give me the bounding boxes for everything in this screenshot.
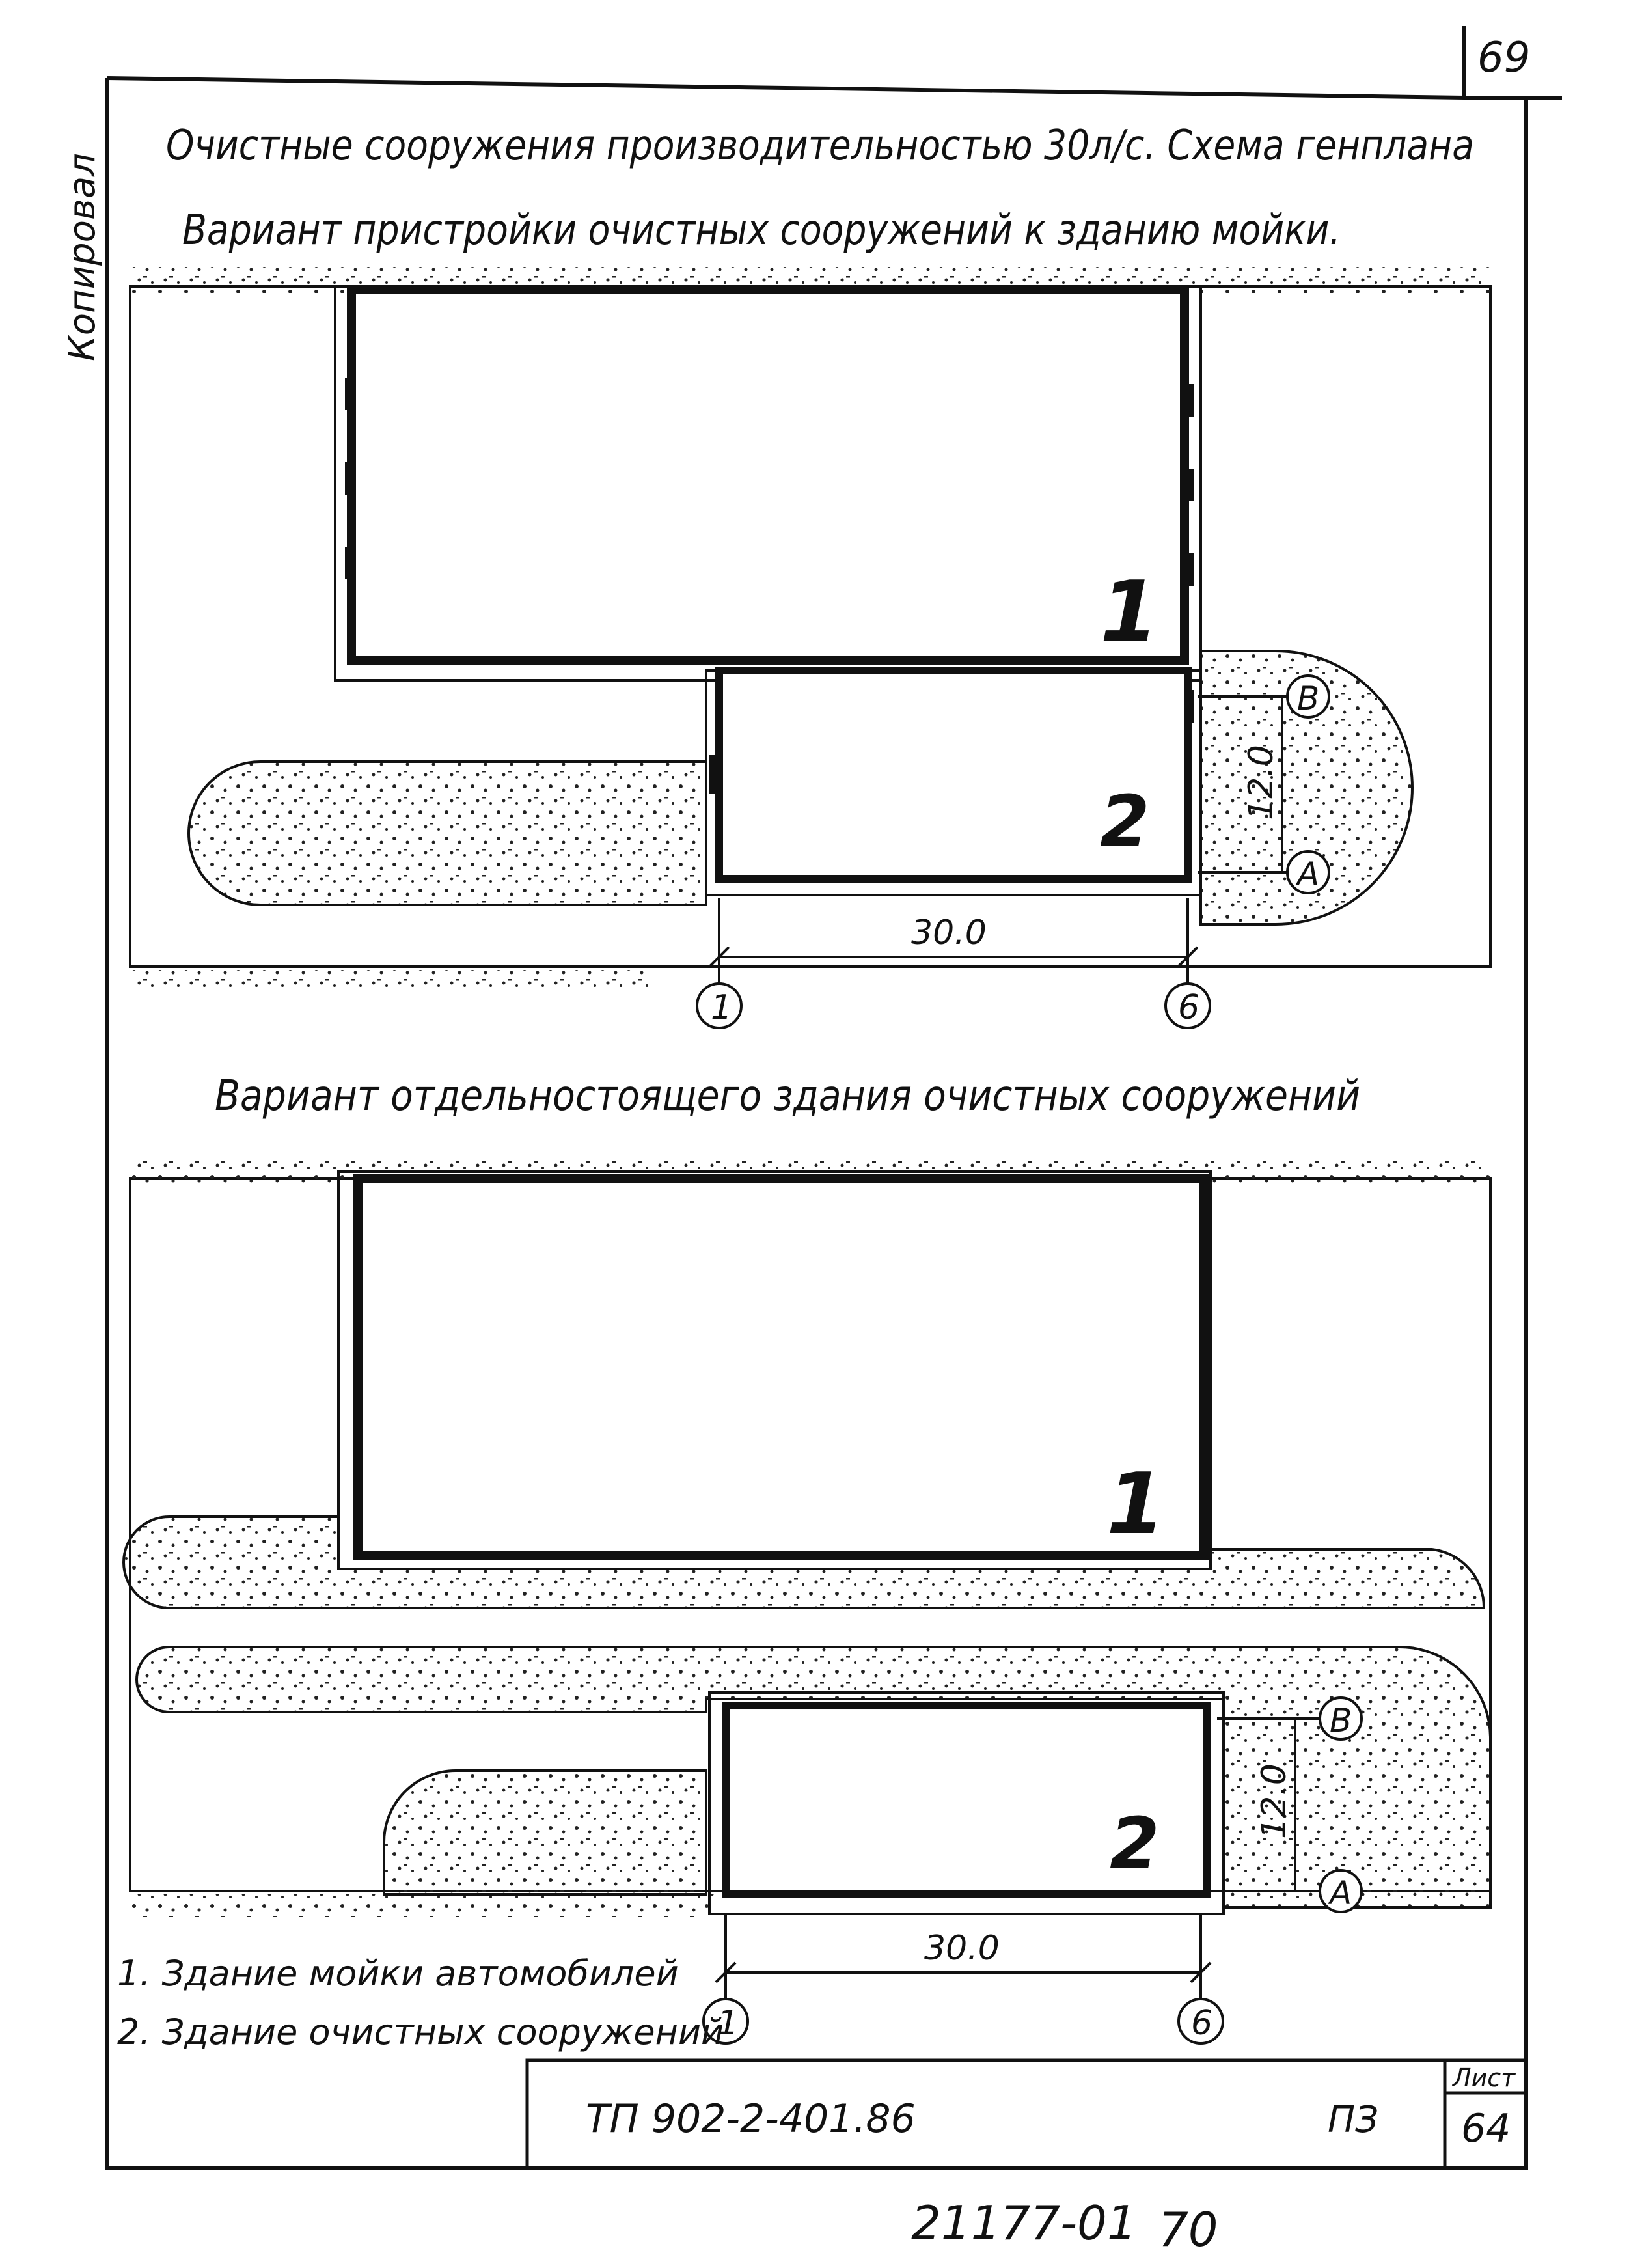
stamp-sheet-number: 64 [1461,2106,1511,2151]
legend-item-1: 1. Здание мойки автомобилей [117,1953,679,1994]
building-2-outline-v2 [722,1702,1211,1898]
variant-1-plan [129,267,1492,1029]
dotted-strip-bottom-1 [130,970,651,993]
axis-bubble-6-bottom [1177,1998,1224,2045]
page-number: 69 [1477,34,1530,82]
title-line-2: Вариант пристройки очистных сооружений к… [182,206,1341,255]
title-block [525,2058,1528,2170]
axis-label-A-top: А [1295,855,1319,893]
bottom-code: 21177-01 [911,2196,1137,2250]
dim-height-top: 12.0 [1242,745,1281,820]
dotted-pad-right-1 [1199,650,1414,926]
axis-label-1-top: 1 [711,988,732,1027]
dotted-road-v2 [135,1646,1492,1909]
axis-bubble-1-bottom [702,1998,749,2045]
variant-2-title: Вариант отдельностоящего здания очистных… [215,1072,1360,1120]
axis-bubble-1-top [696,982,743,1029]
title-line-1: Очистные сооружения производительностью … [166,122,1474,170]
axis-bubble-B-bottom [1319,1696,1363,1741]
dim-width-top: 30.0 [911,913,987,952]
bottom-number: 70 [1158,2202,1218,2257]
axis-bubble-6-top [1164,982,1211,1029]
stamp-sheet-label: Лист [1451,2064,1516,2092]
building-2-number: 2 [1100,780,1150,863]
legend-item-2: 2. Здание очистных сооружений [117,2012,724,2053]
variant-2-plan [122,1159,1492,2045]
dim-width-bottom: 30.0 [924,1929,1000,1968]
axis-label-6-top: 6 [1178,988,1199,1027]
axis-bubble-A-top [1286,850,1330,894]
building-2-number-v2: 2 [1110,1802,1160,1885]
building-1-number: 1 [1100,562,1158,661]
axis-label-1-bottom: 1 [717,2004,739,2043]
side-label: Копировал [61,153,103,361]
building-1-outline [347,285,1189,665]
dim-height-bottom: 12.0 [1255,1763,1294,1839]
axis-bubble-A-bottom [1319,1869,1363,1913]
dotted-pad-under-1 [122,1515,1486,1609]
building-1-number-v2: 1 [1106,1454,1165,1553]
axis-bubble-B-top [1286,674,1330,719]
axis-label-A-bottom: А [1328,1874,1352,1912]
dotted-strip-bottom-2 [130,1894,716,1917]
axis-label-B-top: В [1297,680,1319,717]
axis-label-B-bottom: В [1330,1702,1352,1739]
axis-label-6-bottom: 6 [1191,2004,1212,2043]
stamp-section: ПЗ [1328,2099,1378,2141]
stamp-code: ТП 902-2-401.86 [586,2096,916,2142]
dotted-pad-lower-left [383,1769,707,1896]
building-1-outline-v2 [353,1174,1209,1560]
dotted-pad-left-1 [187,760,707,906]
